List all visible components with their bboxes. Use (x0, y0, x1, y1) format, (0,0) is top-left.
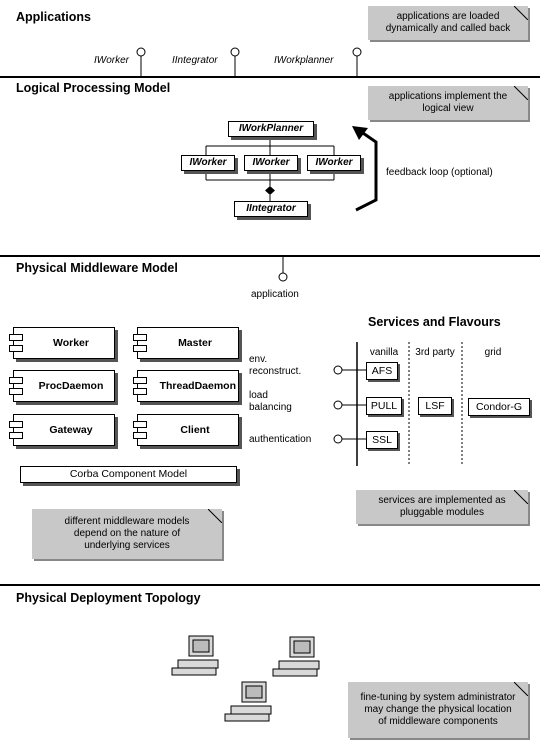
feedback-loop-label: feedback loop (optional) (386, 167, 493, 178)
iworker-box-2: IWorker (244, 155, 298, 171)
col-3rd-party: 3rd party (415, 347, 455, 358)
services-title: Services and Flavours (368, 315, 501, 329)
afs-box: AFS (366, 362, 398, 380)
note-fold-icon (514, 6, 528, 20)
computer-icon (171, 635, 219, 676)
master-component: Master (133, 327, 239, 359)
iintegrator-box: IIntegrator (234, 201, 308, 217)
client-component: Client (133, 414, 239, 446)
iintegrator-lollipop-icon (230, 47, 240, 57)
middleware-title: Physical Middleware Model (16, 261, 178, 275)
threaddaemon-component: ThreadDaemon (133, 370, 239, 402)
col-grid: grid (484, 347, 502, 358)
note-fold-icon (514, 682, 528, 696)
logical-note-text: applications implement the logical view (388, 91, 508, 114)
logical-title: Logical Processing Model (16, 81, 171, 95)
ccm-box: Corba Component Model (20, 466, 237, 483)
composition-diamond-icon (265, 186, 275, 195)
middleware-note: different middleware models depend on th… (32, 509, 222, 559)
middleware-note-text: different middleware models depend on th… (64, 516, 190, 551)
row-label-load: load balancing (249, 390, 292, 413)
computer-icon (224, 681, 272, 722)
applications-title: Applications (16, 10, 92, 24)
applications-note: applications are loaded dynamically and … (368, 6, 528, 40)
gateway-component: Gateway (9, 414, 115, 446)
iworker-interface-label: IWorker (94, 55, 129, 66)
application-label: application (251, 289, 299, 300)
deployment-title: Physical Deployment Topology (16, 591, 201, 605)
logical-note: applications implement the logical view (368, 86, 528, 120)
row-label-env: env. reconstruct. (249, 354, 302, 377)
iintegrator-interface-label: IIntegrator (172, 55, 218, 66)
condor-g-box: Condor-G (468, 398, 530, 416)
deployment-note-text: fine-tuning by system administrator may … (360, 692, 516, 727)
procdaemon-component: ProcDaemon (9, 370, 115, 402)
iworkplanner-lollipop-icon (352, 47, 362, 57)
col-vanilla: vanilla (369, 347, 399, 358)
iworkplanner-interface-label: IWorkplanner (274, 55, 334, 66)
ssl-box: SSL (366, 431, 398, 449)
iworkplanner-box: IWorkPlanner (228, 121, 314, 137)
note-fold-icon (514, 86, 528, 100)
lsf-box: LSF (418, 397, 452, 415)
iworker-box-1: IWorker (181, 155, 235, 171)
computer-icon (272, 636, 320, 677)
note-fold-icon (208, 509, 222, 523)
pull-box: PULL (366, 397, 402, 415)
services-note-text: services are implemented as pluggable mo… (378, 495, 506, 518)
worker-component: Worker (9, 327, 115, 359)
feedback-arrow-icon (355, 129, 378, 212)
iworker-box-3: IWorker (307, 155, 361, 171)
applications-note-text: applications are loaded dynamically and … (385, 11, 511, 34)
note-fold-icon (514, 490, 528, 504)
deployment-note: fine-tuning by system administrator may … (348, 682, 528, 738)
row-label-auth: authentication (249, 434, 312, 445)
services-note: services are implemented as pluggable mo… (356, 490, 528, 524)
iworker-lollipop-icon (136, 47, 146, 57)
